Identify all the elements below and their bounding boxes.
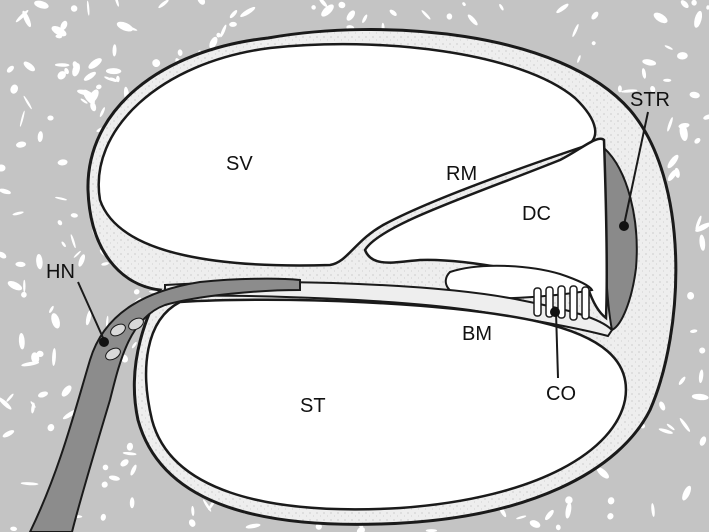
label-rm: RM <box>446 163 477 185</box>
label-hn: HN <box>46 261 75 283</box>
bone-fleck <box>23 280 25 293</box>
label-st: ST <box>300 395 326 417</box>
label-str: STR <box>630 89 670 111</box>
label-bm: BM <box>462 323 492 345</box>
label-co: CO <box>546 383 576 405</box>
label-sv: SV <box>226 153 253 175</box>
label-dc: DC <box>522 203 551 225</box>
